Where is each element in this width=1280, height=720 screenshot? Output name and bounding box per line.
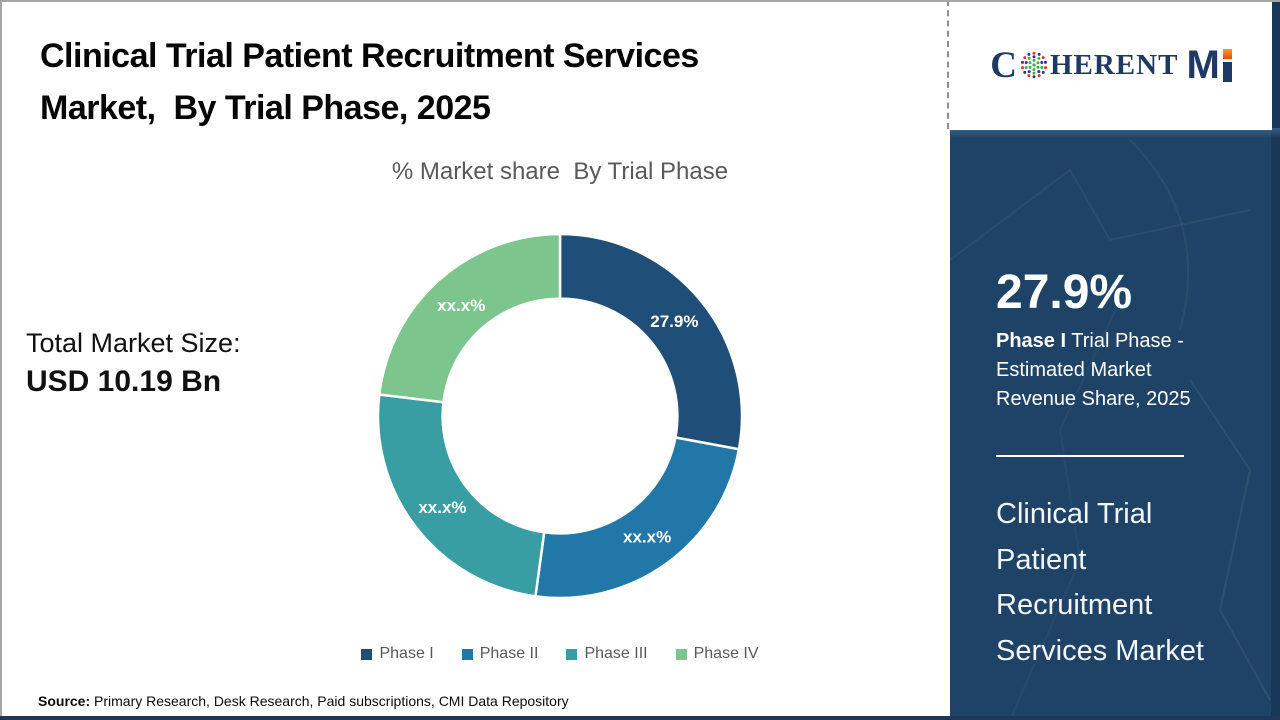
page-title: Clinical Trial Patient Recruitment Servi… [40,30,840,134]
legend-label: Phase I [379,645,434,662]
source-text: Primary Research, Desk Research, Paid su… [90,693,569,709]
source-note: Source: Primary Research, Desk Research,… [38,693,569,709]
logo-box: C HERENT M [950,0,1272,130]
slide-border-top [0,0,1280,2]
slice-label-phase-i: 27.9% [650,312,698,331]
logo-letter-m: M [1186,42,1220,87]
donut-slice-phase-ii [534,436,741,600]
page-title-line2: Market, By Trial Phase, 2025 [40,89,491,127]
logo-letter-i [1222,48,1232,82]
stat-description-bold: Phase I [996,330,1067,352]
slide-border-bottom [0,716,1280,720]
donut-slice-phase-iv [377,232,562,404]
slide-border-left [0,0,2,720]
panel-top-highlight [950,128,1280,138]
logo-i-navy-segment [1222,61,1232,82]
legend-item-phase-iv: Phase IV [675,645,759,663]
page-title-line1: Clinical Trial Patient Recruitment Servi… [40,37,699,75]
globe-dots-icon [1020,51,1047,79]
total-market-size-label: Total Market Size: [26,328,241,358]
stat-description-rest: Trial Phase - Estimated Market Revenue S… [996,330,1191,410]
donut-chart: 27.9% xx.x% xx.x% xx.x% [330,186,790,646]
legend-swatch-icon [361,648,373,660]
panel-divider-line [996,455,1184,457]
source-label: Source: [38,693,91,709]
legend-item-phase-iii: Phase III [566,645,648,663]
stat-value: 27.9% [996,266,1133,319]
legend-item-phase-i: Phase I [361,645,434,663]
legend-swatch-icon [675,648,687,660]
legend-label: Phase IV [693,645,759,662]
legend-label: Phase II [479,645,539,662]
donut-slice-phase-iii [376,393,546,598]
dashed-divider [947,0,949,129]
legend-swatch-icon [461,648,473,660]
legend-swatch-icon [566,648,578,660]
total-market-size-value: USD 10.19 Bn [26,365,222,398]
donut-slice-phase-i [558,232,744,451]
slice-label-phase-ii: xx.x% [623,527,671,546]
slice-label-phase-iii: xx.x% [418,498,466,517]
logo-letters-herent: HERENT [1049,48,1179,81]
coherentmi-logo: C HERENT M [990,42,1232,87]
stat-description: Phase I Trial Phase - Estimated Market R… [996,327,1211,414]
chart-legend: Phase I Phase II Phase III Phase IV [260,645,860,663]
total-market-size: Total Market Size: USD 10.19 Bn [26,324,241,402]
logo-letter-c: C [990,44,1018,86]
panel-edge-strip [1271,0,1280,720]
donut-chart-svg: 27.9% xx.x% xx.x% xx.x% [376,232,744,600]
slice-label-phase-iv: xx.x% [437,296,485,315]
legend-label: Phase III [584,645,648,662]
panel-market-name: Clinical Trial Patient Recruitment Servi… [996,498,1204,667]
chart-title: % Market share By Trial Phase [391,158,729,185]
legend-item-phase-ii: Phase II [461,645,539,663]
logo-i-orange-segment [1222,48,1232,59]
logo-coherent-text: C HERENT [990,47,1178,84]
logo-mi: M [1186,42,1232,87]
